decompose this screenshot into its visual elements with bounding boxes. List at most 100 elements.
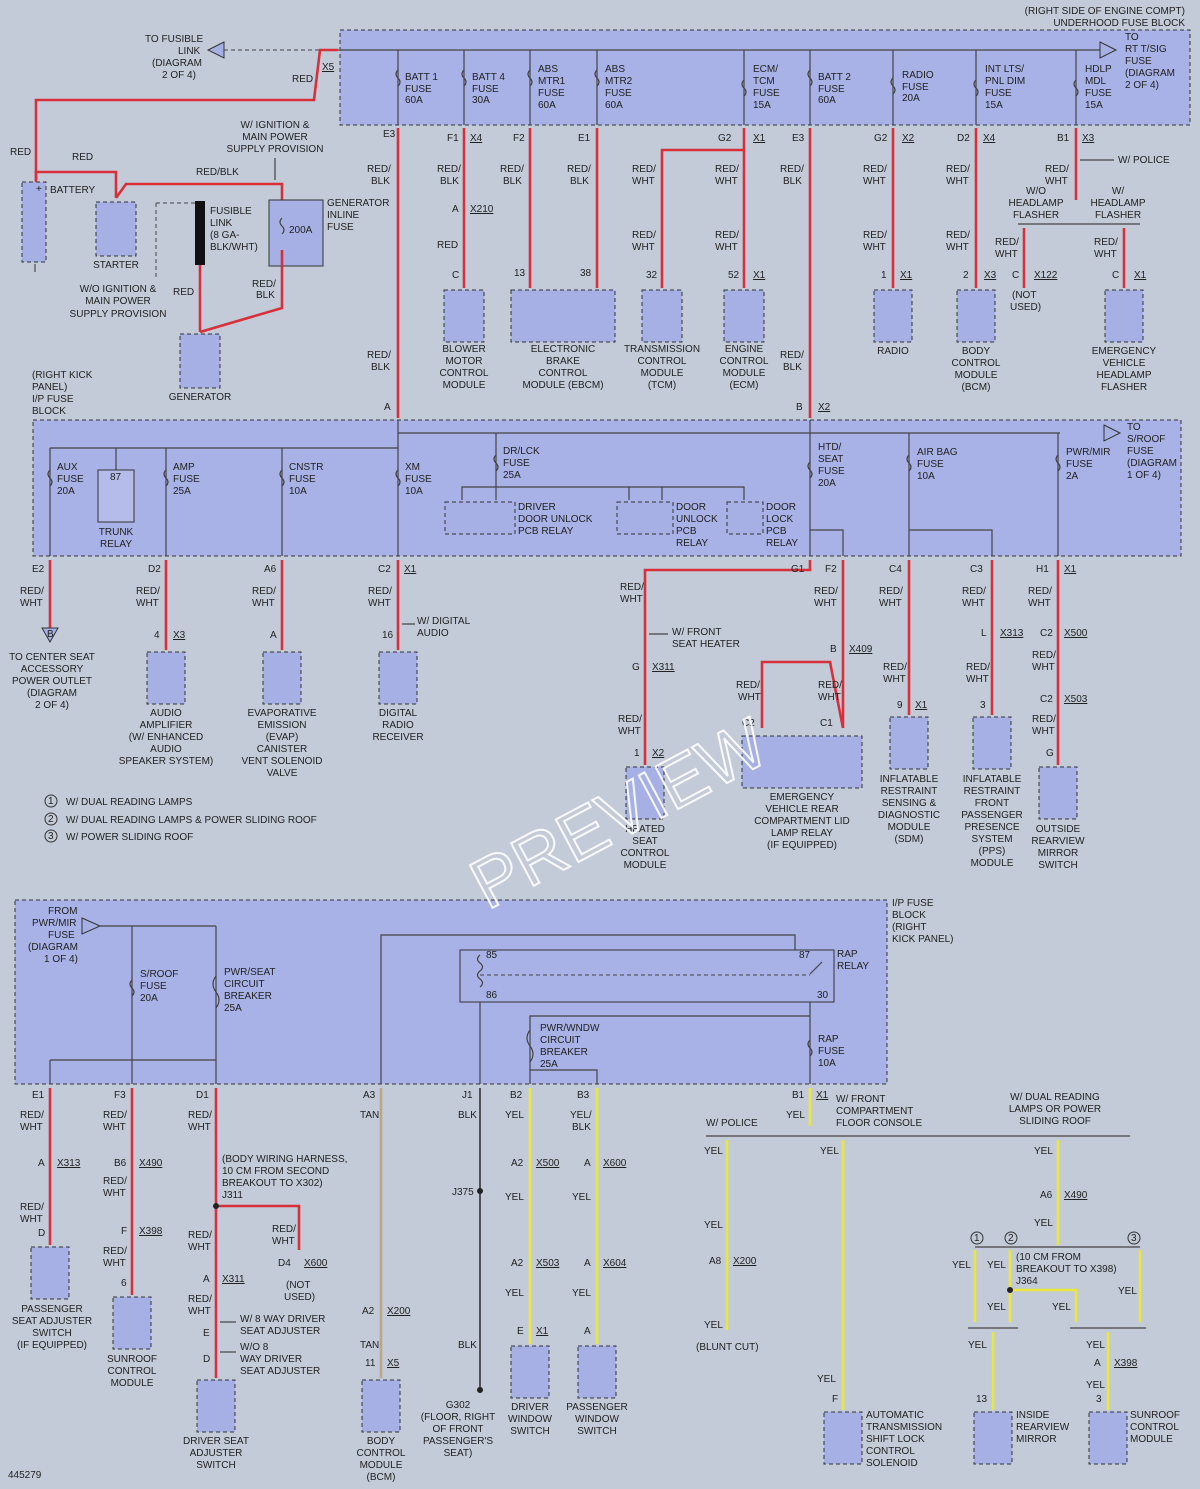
svg-text:BLK: BLK (256, 290, 275, 301)
svg-text:20A: 20A (140, 993, 158, 1004)
svg-text:RT T/SIG: RT T/SIG (1125, 44, 1167, 55)
svg-text:RED/: RED/ (567, 164, 591, 175)
svg-text:MDL: MDL (1085, 76, 1107, 87)
svg-text:X4: X4 (470, 133, 483, 144)
svg-text:D: D (38, 1228, 45, 1239)
svg-text:WHT: WHT (188, 1306, 211, 1317)
svg-text:3: 3 (1096, 1394, 1102, 1405)
svg-text:F3: F3 (114, 1090, 126, 1101)
svg-text:BLK: BLK (440, 176, 459, 187)
svg-text:AMPLIFIER: AMPLIFIER (140, 720, 193, 731)
svg-text:YEL: YEL (1034, 1146, 1053, 1157)
svg-text:MTR2: MTR2 (605, 76, 633, 87)
svg-text:1: 1 (48, 796, 54, 807)
fuse-xm: XM (405, 462, 420, 473)
svg-text:FUSE: FUSE (753, 88, 780, 99)
svg-text:X409: X409 (849, 644, 873, 655)
svg-text:CONTROL: CONTROL (621, 848, 670, 859)
svg-text:E: E (203, 1328, 210, 1339)
svg-text:BLK: BLK (783, 176, 802, 187)
legend-3: W/ POWER SLIDING ROOF (66, 832, 193, 843)
svg-text:RED: RED (72, 152, 93, 163)
svg-text:WHT: WHT (188, 1122, 211, 1133)
svg-text:X1: X1 (404, 564, 417, 575)
svg-text:87: 87 (799, 950, 811, 961)
svg-text:3: 3 (1131, 1233, 1137, 1244)
svg-text:X1: X1 (1064, 564, 1077, 575)
svg-text:W/ IGNITION &: W/ IGNITION & (241, 120, 310, 131)
svg-text:BODY: BODY (367, 1436, 396, 1447)
svg-text:RED/: RED/ (1028, 586, 1052, 597)
svg-text:YEL: YEL (1118, 1286, 1137, 1297)
svg-text:RED/: RED/ (1032, 714, 1056, 725)
emergency-vehicle-headlamp-flasher (1104, 289, 1144, 343)
svg-text:SWITCH: SWITCH (1038, 860, 1077, 871)
svg-text:E1: E1 (32, 1090, 45, 1101)
svg-text:WHT: WHT (715, 242, 738, 253)
svg-text:X3: X3 (1082, 133, 1095, 144)
svg-text:SUPPLY PROVISION: SUPPLY PROVISION (227, 144, 324, 155)
svg-text:A2: A2 (511, 1258, 524, 1269)
svg-text:A2: A2 (362, 1306, 375, 1317)
svg-text:C2: C2 (742, 718, 755, 729)
svg-text:YEL: YEL (505, 1192, 524, 1203)
svg-text:VENT SOLENOID: VENT SOLENOID (242, 756, 323, 767)
blower-motor-control-module (443, 289, 485, 343)
svg-text:10A: 10A (405, 486, 423, 497)
svg-text:(EVAP): (EVAP) (266, 732, 299, 743)
svg-text:BREAKER: BREAKER (540, 1047, 588, 1058)
svg-text:FUSE: FUSE (818, 1046, 845, 1057)
svg-text:BLK: BLK (503, 176, 522, 187)
svg-text:E2: E2 (32, 564, 45, 575)
svg-text:2: 2 (963, 270, 969, 281)
svg-text:LOCK: LOCK (766, 514, 794, 525)
svg-text:VALVE: VALVE (267, 768, 298, 779)
svg-text:LAMPS OR POWER: LAMPS OR POWER (1009, 1104, 1101, 1115)
fuse-rap: RAP (818, 1034, 839, 1045)
svg-text:RED/: RED/ (272, 1224, 296, 1235)
sunroof-control-module-left (112, 1296, 152, 1350)
svg-text:CONTROL: CONTROL (539, 368, 588, 379)
svg-text:BLK/WHT): BLK/WHT) (210, 242, 258, 253)
svg-text:RED/: RED/ (814, 586, 838, 597)
svg-text:A6: A6 (264, 564, 277, 575)
to-rt-tsig-fuse: TO (1125, 32, 1139, 43)
svg-text:32: 32 (646, 270, 658, 281)
svg-text:WHT: WHT (738, 692, 761, 703)
underhood-label-2: UNDERHOOD FUSE BLOCK (1053, 18, 1185, 29)
svg-text:J1: J1 (462, 1090, 473, 1101)
starter (95, 201, 137, 257)
svg-text:FUSE: FUSE (917, 459, 944, 470)
svg-text:(BLUNT CUT): (BLUNT CUT) (696, 1342, 759, 1353)
svg-text:WHT: WHT (188, 1242, 211, 1253)
svg-text:X5: X5 (387, 1358, 400, 1369)
svg-text:TRANSMISSION: TRANSMISSION (624, 344, 700, 355)
svg-text:D: D (203, 1354, 210, 1365)
svg-text:INLINE: INLINE (327, 210, 360, 221)
svg-text:B: B (830, 644, 837, 655)
svg-text:X311: X311 (222, 1274, 245, 1285)
svg-text:SUPPLY PROVISION: SUPPLY PROVISION (70, 309, 167, 320)
svg-text:BREAKOUT TO X302): BREAKOUT TO X302) (222, 1178, 323, 1189)
emergency-vehicle-rear-compartment-lid-lamp-relay (741, 735, 863, 789)
svg-text:BLK: BLK (458, 1110, 477, 1121)
svg-text:G302: G302 (446, 1400, 471, 1411)
svg-text:TRUNK: TRUNK (99, 527, 134, 538)
svg-text:LAMP RELAY: LAMP RELAY (771, 828, 833, 839)
svg-text:E3: E3 (792, 133, 805, 144)
svg-text:BLK: BLK (572, 1122, 591, 1133)
svg-text:MODULE: MODULE (723, 368, 766, 379)
svg-text:F: F (121, 1226, 127, 1237)
svg-text:RED/: RED/ (715, 164, 739, 175)
svg-text:B3: B3 (577, 1090, 590, 1101)
heated-seat-control-module (625, 766, 665, 820)
svg-text:C: C (452, 270, 459, 281)
svg-text:RED/: RED/ (368, 586, 392, 597)
svg-text:J311: J311 (222, 1190, 243, 1201)
svg-text:C2: C2 (378, 564, 391, 575)
svg-text:X311: X311 (652, 662, 675, 673)
svg-text:WHT: WHT (995, 249, 1018, 260)
svg-text:CONTROL: CONTROL (1130, 1422, 1179, 1433)
svg-text:W/ FRONT: W/ FRONT (672, 627, 721, 638)
svg-text:A: A (38, 1158, 45, 1169)
